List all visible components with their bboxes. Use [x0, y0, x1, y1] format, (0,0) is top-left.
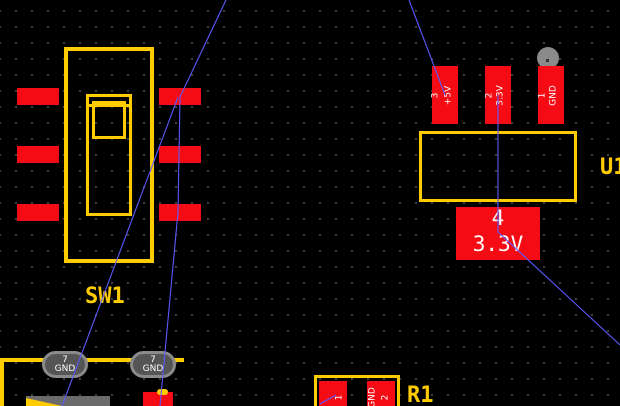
ratsnest-line-u1-input: [408, 0, 446, 96]
ratsnest-line-sw1-right: [177, 96, 181, 213]
sw1-pad-right-2[interactable]: [159, 146, 201, 163]
connector-slider-marker: [26, 398, 62, 406]
sw1-pad-left-3[interactable]: [17, 204, 59, 221]
connector-pad-b-net: GND: [142, 364, 164, 374]
connector-pad-a-net: GND: [54, 364, 76, 374]
sw1-pad-left-1[interactable]: [17, 88, 59, 105]
u1-pad-1[interactable]: [538, 66, 564, 124]
ratsnest-line-sw1-left: [61, 96, 179, 406]
sw1-actuator: [86, 94, 132, 216]
u1-tab-net: 3.3V: [472, 232, 524, 256]
connector-pad-red[interactable]: [143, 392, 173, 406]
connector-pad-a-number: 7: [62, 355, 68, 365]
sw1-reference-label: SW1: [85, 284, 125, 309]
r1-pad-2[interactable]: [367, 381, 395, 406]
sw1-pad-right-3[interactable]: [159, 204, 201, 221]
r1-outline[interactable]: [314, 375, 400, 406]
u1-pin1-marker-dot: [546, 59, 549, 62]
u1-pin1-marker: [537, 47, 559, 69]
connector-pad-b-number: 7: [150, 355, 156, 365]
sw1-outline[interactable]: [64, 47, 154, 263]
ratsnest-line-u1-tab: [497, 231, 620, 346]
sw1-pad-left-2[interactable]: [17, 146, 59, 163]
connector-pad-a[interactable]: 7 GND: [42, 351, 88, 378]
r1-reference-label: R1: [407, 383, 434, 406]
connector-body: [26, 396, 110, 406]
ratsnest-line-sw1-connector: [159, 211, 179, 406]
u1-reference-label: U1: [600, 155, 620, 180]
connector-pad-red-marker: [157, 389, 168, 395]
connector-pad-b[interactable]: 7 GND: [130, 351, 176, 378]
sw1-actuator-line: [86, 104, 132, 107]
sw1-actuator-slot: [92, 101, 126, 139]
ratsnest-line-sw1-top: [179, 0, 227, 98]
connector-outline[interactable]: [0, 358, 184, 406]
ratsnest-line-r1: [319, 394, 337, 405]
